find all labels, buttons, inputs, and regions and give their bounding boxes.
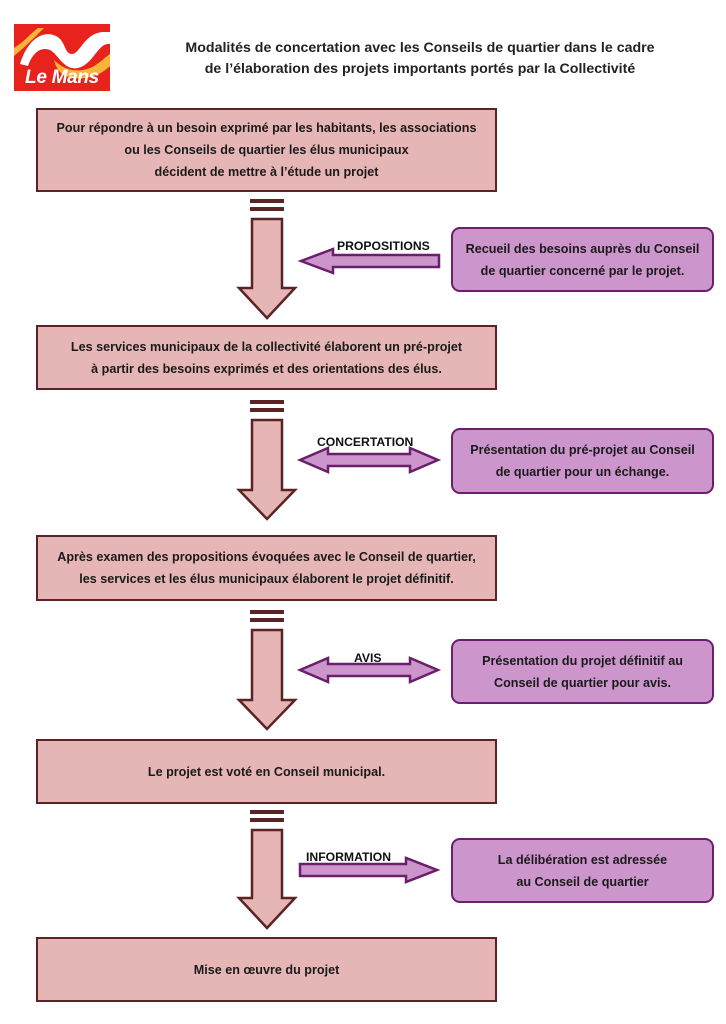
step-3-line-1: Après examen des propositions évoquées a… <box>57 550 476 564</box>
down-arrow-4 <box>236 810 298 930</box>
step-2-line-1: Les services municipaux de la collectivi… <box>70 339 463 354</box>
council-box-3-line-2: Conseil de quartier pour avis. <box>493 675 672 690</box>
step-1-line-3: décident de mettre à l’étude un projet <box>154 165 379 179</box>
down-arrow-2 <box>236 400 298 521</box>
step-2-box: Les services municipaux de la collectivi… <box>36 325 497 390</box>
label-avis: AVIS <box>354 651 382 665</box>
label-concertation: CONCERTATION <box>317 435 414 449</box>
step-4-box: Le projet est voté en Conseil municipal. <box>36 739 497 804</box>
logo-graphic-icon <box>14 28 110 79</box>
council-box-4: La délibération est adressée au Conseil … <box>451 838 714 903</box>
step-4-line-1: Le projet est voté en Conseil municipal. <box>147 764 386 779</box>
council-box-1-line-2: de quartier concerné par le projet. <box>480 263 685 278</box>
council-box-2-line-2: de quartier pour un échange. <box>495 465 670 479</box>
logo-text: Le Mans <box>25 67 99 88</box>
right-arrow-information <box>298 856 441 884</box>
title-line-2: de l’élaboration des projets importants … <box>204 61 636 77</box>
step-1-line-2: ou les Conseils de quartier les élus mun… <box>124 143 409 157</box>
council-box-3-line-1: Présentation du projet définitif au <box>482 653 683 668</box>
council-box-3: Présentation du projet définitif au Cons… <box>451 639 714 704</box>
label-information: INFORMATION <box>306 850 392 864</box>
double-arrow-avis <box>296 656 442 684</box>
title-line-1: Modalités de concertation avec les Conse… <box>185 40 655 56</box>
le-mans-logo: Le Mans <box>14 24 110 91</box>
step-3-box: Après examen des propositions évoquées a… <box>36 535 497 601</box>
council-box-4-line-1: La délibération est adressée <box>497 852 668 867</box>
council-box-2: Présentation du pré-projet au Conseil de… <box>451 428 714 494</box>
left-arrow-propositions <box>297 247 441 275</box>
double-arrow-concertation <box>296 446 442 474</box>
step-5-box: Mise en œuvre du projet <box>36 937 497 1002</box>
step-5-line-1: Mise en œuvre du projet <box>193 962 340 977</box>
down-arrow-1 <box>236 199 298 320</box>
step-3-line-2: les services et les élus municipaux élab… <box>79 572 454 586</box>
council-box-2-line-1: Présentation du pré-projet au Conseil <box>470 443 695 457</box>
step-2-line-2: à partir des besoins exprimés et des ori… <box>91 361 442 376</box>
down-arrow-3 <box>236 610 298 731</box>
page-title: Modalités de concertation avec les Conse… <box>130 38 710 80</box>
council-box-4-line-2: au Conseil de quartier <box>516 874 649 889</box>
label-propositions: PROPOSITIONS <box>337 239 430 253</box>
council-box-1-line-1: Recueil des besoins auprès du Conseil <box>465 241 700 256</box>
step-1-box: Pour répondre à un besoin exprimé par le… <box>36 108 497 192</box>
council-box-1: Recueil des besoins auprès du Conseil de… <box>451 227 714 292</box>
step-1-line-1: Pour répondre à un besoin exprimé par le… <box>56 121 477 135</box>
